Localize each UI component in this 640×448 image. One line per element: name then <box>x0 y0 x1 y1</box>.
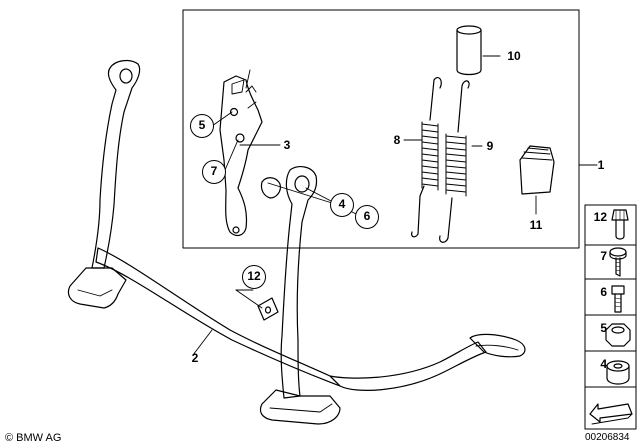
spring-8 <box>411 76 442 238</box>
callout-4: 4 <box>330 193 354 217</box>
callout-6: 6 <box>355 205 379 229</box>
sleeve-10 <box>456 25 482 76</box>
diagram-arrow-icon <box>589 403 633 425</box>
diagram-number: 00206834 <box>585 432 630 443</box>
callout-10: 10 <box>507 49 521 63</box>
callout-2: 2 <box>191 351 199 365</box>
callout-3: 3 <box>283 138 291 152</box>
callout-8: 8 <box>393 133 401 147</box>
detail-frame <box>182 9 580 249</box>
side-box-arrow <box>584 386 637 430</box>
spring-9 <box>439 80 470 243</box>
callout-7: 7 <box>202 160 226 184</box>
hex-bolt-icon <box>611 285 625 313</box>
callout-9: 9 <box>486 139 494 153</box>
leader-4 <box>267 182 333 204</box>
side-label-6: 6 <box>600 285 607 299</box>
spacer-ring-icon <box>606 360 630 385</box>
leader-7 <box>224 139 239 171</box>
side-label-5: 5 <box>600 321 607 335</box>
bracket <box>219 69 281 237</box>
callout-1: 1 <box>597 158 605 172</box>
side-label-4: 4 <box>600 357 607 371</box>
knurled-nut-icon <box>611 209 629 240</box>
side-label-7: 7 <box>600 249 607 263</box>
center-stand <box>67 59 526 425</box>
leader-2 <box>192 329 213 356</box>
leader-5 <box>211 111 233 127</box>
brand-copyright: © BMW AG <box>5 432 62 444</box>
hex-nut-icon <box>605 323 631 347</box>
callout-11: 11 <box>529 218 543 232</box>
callout-12: 12 <box>242 265 266 289</box>
grease-pack-11 <box>519 145 555 195</box>
pan-head-screw-icon <box>609 247 627 277</box>
callout-5: 5 <box>190 114 214 138</box>
side-label-12: 12 <box>593 210 607 224</box>
